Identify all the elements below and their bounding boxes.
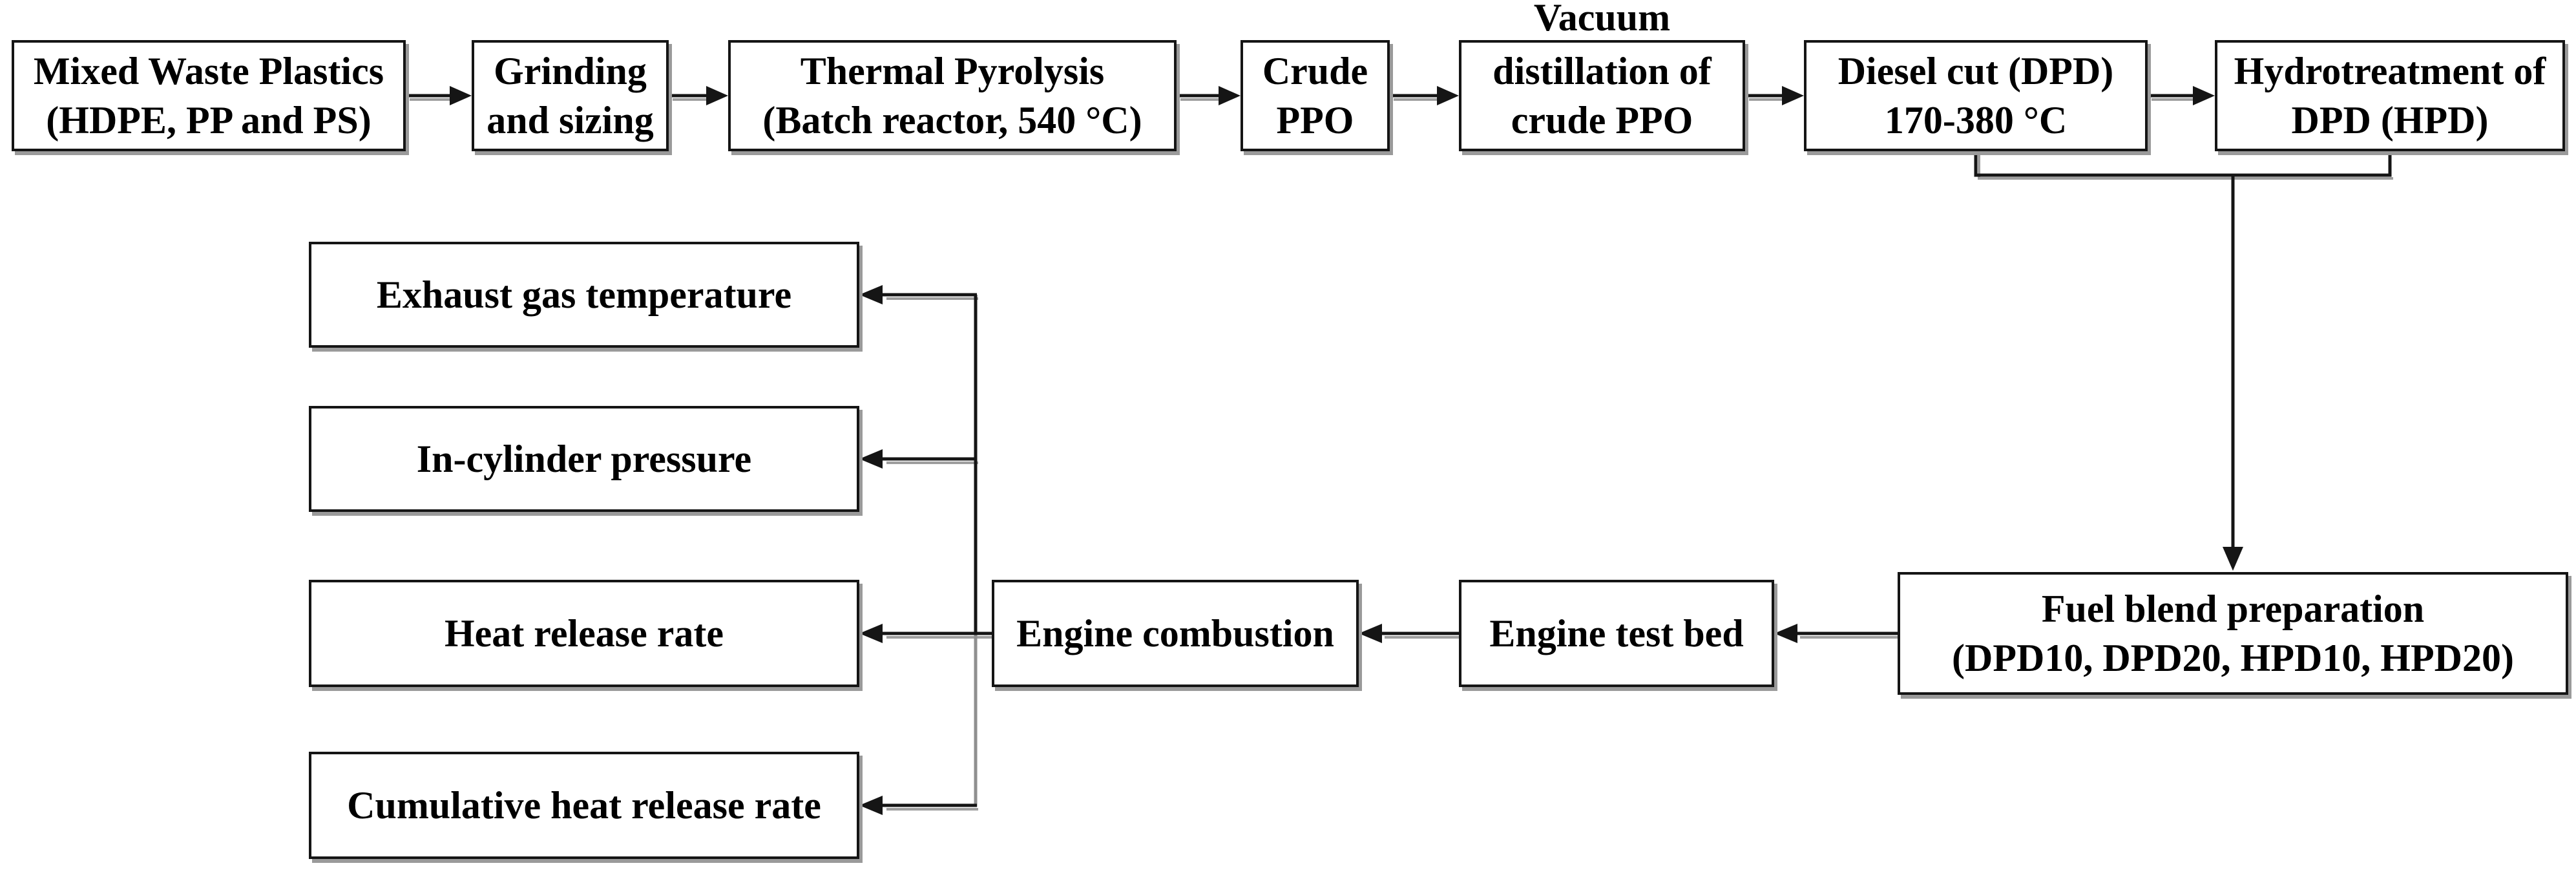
node-vacuum-distillation: distillation of crude PPO [1459,40,1745,151]
node-text: Engine test bed [1489,612,1744,655]
node-text-line1: Thermal Pyrolysis [800,50,1105,92]
node-grinding-and-sizing: Grinding and sizing [472,40,669,151]
arrow-grinding-to-pyrolysis [669,86,728,105]
node-in-cylinder-pressure: In-cylinder pressure [309,406,859,512]
node-text-line1: Crude [1262,50,1368,92]
node-text-line2: crude PPO [1511,99,1693,142]
measurement-branch [859,285,992,815]
node-text: Exhaust gas temperature [376,273,792,316]
arrow-fuelblend-to-testbed [1774,624,1898,643]
arrow-dieselcut-to-hydrotreatment [2148,86,2215,105]
node-heat-release-rate: Heat release rate [309,580,859,687]
arrow-to-exhaust [859,285,977,304]
arrow-pyrolysis-to-crudeppo [1177,86,1241,105]
node-text-line2: and sizing [487,99,654,142]
arrow-crudeppo-to-vacuum [1390,86,1459,105]
node-crude-ppo: Crude PPO [1241,40,1390,151]
node-diesel-cut: Diesel cut (DPD) 170-380 °C [1804,40,2148,151]
node-text-line1: distillation of [1492,50,1712,92]
node-text-line2: PPO [1276,99,1354,142]
node-engine-test-bed: Engine test bed [1459,580,1774,687]
node-text-line2: (DPD10, DPD20, HPD10, HPD20) [1952,637,2514,679]
node-text: Engine combustion [1016,612,1334,655]
vacuum-overflow-label: Vacuum [1459,0,1745,37]
arrow-junction-to-fuelblend [2223,175,2243,571]
node-text: In-cylinder pressure [416,438,752,480]
node-fuel-blend-preparation: Fuel blend preparation (DPD10, DPD20, HP… [1898,572,2568,695]
node-text-line1: Fuel blend preparation [2041,588,2425,630]
node-text-line1: Diesel cut (DPD) [1838,50,2114,92]
node-mixed-waste-plastics: Mixed Waste Plastics (HDPE, PP and PS) [12,40,406,151]
node-text-line2: (Batch reactor, 540 °C) [762,99,1142,142]
node-hydrotreatment: Hydrotreatment of DPD (HPD) [2215,40,2565,151]
node-text-line2: DPD (HPD) [2291,99,2489,142]
node-engine-combustion: Engine combustion [992,580,1359,687]
node-text-line1: Grinding [494,50,647,92]
arrow-testbed-to-combustion [1359,624,1459,643]
arrow-to-cumulative [859,796,977,815]
arrow-to-incylinder [859,449,977,469]
node-thermal-pyrolysis: Thermal Pyrolysis (Batch reactor, 540 °C… [728,40,1177,151]
node-exhaust-gas-temperature: Exhaust gas temperature [309,242,859,348]
node-text-line1: Mixed Waste Plastics [33,50,384,92]
vacuum-overflow-label-text: Vacuum [1533,0,1671,39]
arrow-vacuum-to-dieselcut [1745,86,1804,105]
node-text-line2: 170-380 °C [1884,99,2068,142]
node-text: Cumulative heat release rate [347,784,821,827]
node-text-line2: (HDPE, PP and PS) [46,99,372,142]
arrow-mixed-to-grinding [406,86,472,105]
node-text-line1: Hydrotreatment of [2234,50,2546,92]
arrow-combustion-to-heatrelease [859,624,992,643]
node-text: Heat release rate [445,612,724,655]
node-cumulative-heat-release-rate: Cumulative heat release rate [309,752,859,859]
